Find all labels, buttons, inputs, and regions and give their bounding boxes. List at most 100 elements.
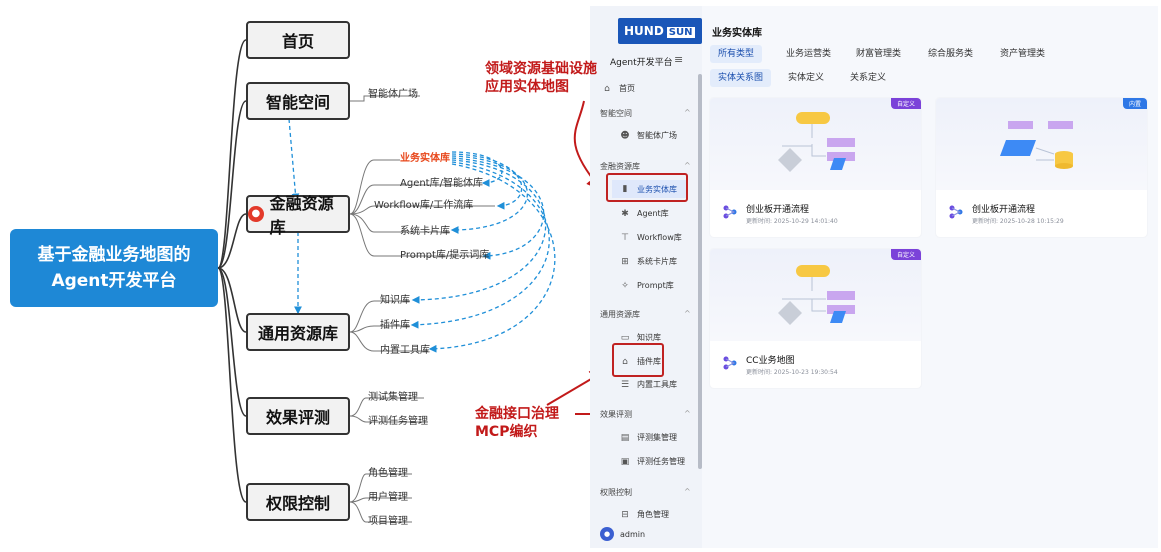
leaf-agent-square: 智能体广场 — [368, 89, 418, 100]
sidebar-item-eval-set[interactable]: ▤评测集管理 — [618, 432, 677, 443]
leaf-test-set: 测试集管理 — [368, 392, 418, 403]
flow-thumbnail-icon — [1000, 121, 1073, 169]
grid-icon: ⊞ — [621, 256, 629, 267]
flow-thumbnail-icon — [778, 265, 855, 325]
plugin-icon: ⌂ — [622, 356, 628, 367]
leaf-users: 用户管理 — [368, 492, 408, 503]
home-icon: ⌂ — [604, 83, 610, 94]
user-name: admin — [620, 530, 646, 539]
book-icon: ▭ — [620, 332, 630, 343]
leaf-roles: 角色管理 — [368, 468, 408, 479]
sidebar-item-home[interactable]: ⌂首页 — [600, 83, 635, 94]
sidebar-item-builtin-tools[interactable]: ☰内置工具库 — [618, 379, 677, 390]
chevron-up-icon: ^ — [684, 309, 691, 318]
badge-custom: 自定义 — [890, 98, 921, 109]
entity-card[interactable]: 自定义 创业板开通流程 更新时间: 2025-10-29 14:01:40 — [710, 98, 921, 237]
card-thumbnail — [710, 98, 921, 190]
sidebar-item-agent-square[interactable]: ☻智能体广场 — [618, 130, 677, 141]
chevron-up-icon: ^ — [684, 487, 691, 496]
sidebar-item-knowledge[interactable]: ▭知识库 — [618, 332, 661, 343]
edge-root-space — [217, 100, 247, 269]
group-general[interactable]: 通用资源库^ — [600, 309, 691, 319]
entity-card[interactable]: 自定义 CC业务地图 更新时间: 2025-10-23 19:30:54 — [710, 249, 921, 388]
leaf-entity-lib: 业务实体库 — [400, 153, 450, 164]
leaf-eval-task: 评测任务管理 — [368, 416, 428, 427]
sidebar-item-plugins[interactable]: ⌂插件库 — [618, 356, 661, 367]
node-home: 首页 — [246, 21, 350, 59]
leaf-builtin-tools: 内置工具库 — [380, 345, 430, 356]
edge-root-home — [217, 39, 247, 269]
sidebar-item-workflow-lib[interactable]: ⊤Workflow库 — [618, 232, 682, 243]
chevron-up-icon: ^ — [684, 409, 691, 418]
tab-asset[interactable]: 资产管理类 — [1000, 49, 1046, 59]
entity-icon: ▮ — [622, 184, 628, 194]
root-line1: 基于金融业务地图的 — [37, 245, 191, 265]
sidebar-item-entity-lib[interactable]: ▮业务实体库 — [612, 180, 688, 198]
tab-service[interactable]: 综合服务类 — [928, 49, 974, 59]
main-content: 业务实体库 所有类型 业务运营类 财富管理类 综合服务类 资产管理类 实体关系图… — [702, 6, 1158, 548]
dataset-icon: ▤ — [620, 432, 630, 443]
sidebar-item-eval-task[interactable]: ▣评测任务管理 — [618, 456, 685, 467]
group-eval[interactable]: 效果评测^ — [600, 409, 691, 419]
mindmap-root: 基于金融业务地图的 Agent开发平台 — [10, 229, 218, 307]
sidebar-item-card-lib[interactable]: ⊞系统卡片库 — [618, 256, 677, 267]
platform-name: Agent开发平台 — [610, 58, 673, 68]
tab-wealth[interactable]: 财富管理类 — [856, 49, 902, 59]
task-icon: ▣ — [620, 456, 630, 467]
group-perm[interactable]: 权限控制^ — [600, 487, 691, 497]
card-time: 更新时间: 2025-10-23 19:30:54 — [746, 369, 838, 376]
hamburger-icon[interactable]: ≡ — [674, 53, 684, 66]
subtab-relation-def[interactable]: 关系定义 — [850, 73, 887, 83]
card-thumbnail — [936, 98, 1147, 190]
card-thumbnail — [710, 249, 921, 341]
group-finance[interactable]: 金融资源库^ — [600, 161, 691, 171]
node-perm: 权限控制 — [246, 483, 350, 521]
entity-card[interactable]: 内置 创业板开通流程 更新时间: 2025-10-28 10:15:29 — [936, 98, 1147, 237]
chevron-up-icon: ^ — [684, 161, 691, 170]
node-eval: 效果评测 — [246, 397, 350, 435]
tab-all[interactable]: 所有类型 — [710, 45, 763, 63]
leaf-card-lib: 系统卡片库 — [400, 226, 450, 237]
sidebar-item-prompt-lib[interactable]: ✧Prompt库 — [618, 280, 673, 291]
highlight-plugins — [612, 343, 664, 377]
robot-icon: ☻ — [620, 130, 630, 141]
avatar[interactable]: ● — [600, 527, 614, 541]
node-general: 通用资源库 — [246, 313, 350, 351]
graph-icon — [723, 356, 737, 370]
annotation-bottom: 金融接口治理 MCP编织 — [475, 406, 559, 440]
leaf-agent-lib: Agent库/智能体库 — [400, 178, 483, 189]
sidebar-item-agent-lib[interactable]: ✱Agent库 — [618, 208, 668, 219]
tools-icon: ☰ — [620, 379, 630, 390]
root-line2: Agent开发平台 — [51, 271, 177, 291]
leaf-prompt-lib: Prompt库/提示词库 — [400, 250, 490, 261]
sidebar-scrollbar[interactable] — [698, 74, 702, 469]
page-title: 业务实体库 — [712, 28, 762, 39]
node-space: 智能空间 — [246, 82, 350, 120]
badge-builtin: 内置 — [1122, 98, 1147, 109]
finance-icon: ● — [248, 206, 264, 222]
card-title: CC业务地图 — [746, 356, 795, 366]
card-title: 创业板开通流程 — [746, 205, 810, 215]
edge-root-eval — [217, 267, 247, 417]
tab-operations[interactable]: 业务运营类 — [786, 49, 832, 59]
chevron-up-icon: ^ — [684, 108, 691, 117]
sidebar-item-roles[interactable]: ⊟角色管理 — [618, 509, 669, 520]
edge-root-finance — [217, 213, 247, 269]
card-title: 创业板开通流程 — [972, 205, 1036, 215]
card-time: 更新时间: 2025-10-28 10:15:29 — [972, 218, 1064, 225]
group-space[interactable]: 智能空间^ — [600, 108, 691, 118]
card-time: 更新时间: 2025-10-29 14:01:40 — [746, 218, 838, 225]
prompt-icon: ✧ — [621, 280, 629, 291]
edge-root-perm — [217, 267, 247, 503]
entity-link-arcs — [410, 151, 556, 353]
subtab-relation-graph[interactable]: 实体关系图 — [710, 69, 772, 87]
subtab-entity-def[interactable]: 实体定义 — [788, 73, 825, 83]
graph-icon — [723, 205, 737, 219]
leaf-plugins: 插件库 — [380, 320, 410, 331]
edge-root-general — [217, 267, 247, 333]
leaf-projects: 项目管理 — [368, 516, 408, 527]
badge-custom: 自定义 — [890, 249, 921, 260]
highlight-entity-lib — [606, 173, 688, 202]
leaf-knowledge: 知识库 — [380, 295, 410, 306]
